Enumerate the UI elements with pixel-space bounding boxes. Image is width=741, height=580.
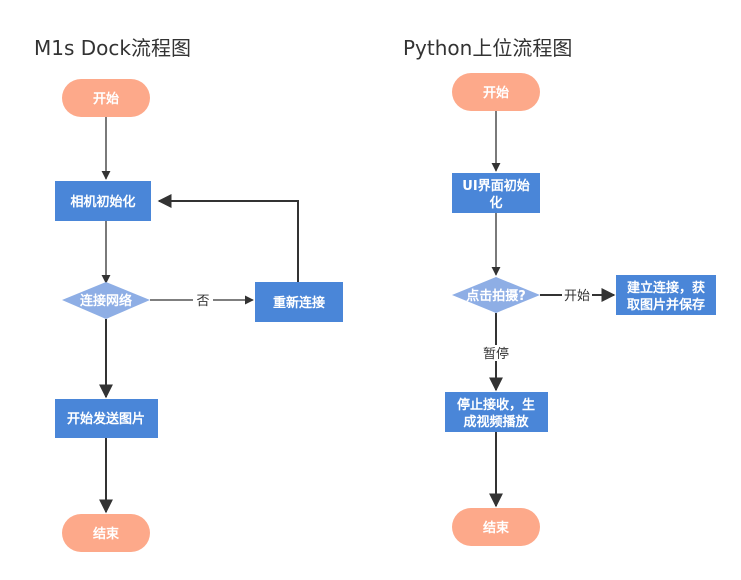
right-edges: 开始 暂停 [480, 111, 616, 508]
left-edge-label-no: 否 [196, 294, 209, 309]
right-edge-label-start: 开始 [564, 289, 590, 304]
right-node-stop-play-label-line2: 成视频播放 [463, 414, 529, 430]
right-node-ui-init-label-line2: 化 [489, 195, 502, 211]
right-node-stop-play-label-line1: 停止接收，生 [457, 397, 535, 413]
right-node-connect-save: 建立连接，获 取图片并保存 [616, 275, 716, 315]
right-node-capture-question-label: 点击拍摄? [466, 288, 526, 304]
right-node-end-label: 结束 [483, 520, 510, 536]
right-node-stop-play: 停止接收，生 成视频播放 [445, 392, 548, 432]
left-node-camera-init-label: 相机初始化 [70, 194, 135, 210]
right-node-start-label: 开始 [483, 85, 509, 101]
right-node-start: 开始 [452, 73, 540, 111]
left-node-start-send: 开始发送图片 [55, 399, 158, 438]
left-node-connect-network: 连接网络 [62, 282, 150, 319]
right-node-ui-init-label-line1: UI界面初始 [462, 178, 529, 194]
left-edge-reconnect-to-camera [157, 194, 299, 282]
right-node-end: 结束 [452, 508, 540, 546]
left-node-connect-network-label: 连接网络 [80, 293, 132, 309]
left-edges: 否 [99, 117, 299, 514]
left-node-start-send-label: 开始发送图片 [67, 411, 145, 427]
right-node-capture-question: 点击拍摄? [452, 277, 540, 313]
left-node-end-label: 结束 [93, 526, 120, 542]
left-node-start: 开始 [62, 79, 150, 117]
left-node-reconnect: 重新连接 [255, 282, 343, 322]
left-node-reconnect-label: 重新连接 [273, 295, 325, 311]
right-node-ui-init: UI界面初始 化 [452, 173, 540, 213]
right-diagram-title: Python上位流程图 [403, 36, 572, 60]
right-node-connect-save-label-line2: 取图片并保存 [627, 297, 705, 313]
right-node-connect-save-label-line1: 建立连接，获 [627, 280, 705, 296]
left-node-camera-init: 相机初始化 [55, 181, 151, 221]
left-diagram-title: M1s Dock流程图 [34, 36, 191, 60]
right-edge-label-pause: 暂停 [483, 346, 509, 362]
left-node-start-label: 开始 [93, 91, 119, 107]
left-node-end: 结束 [62, 514, 150, 552]
